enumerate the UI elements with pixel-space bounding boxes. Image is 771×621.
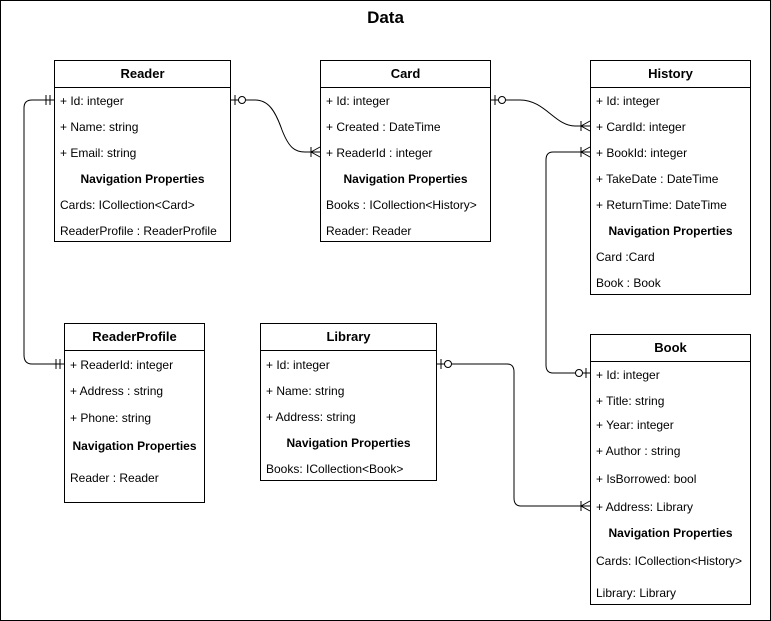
entity-history[interactable]: History + Id: integer + CardId: integer + B… (590, 60, 751, 295)
entity-field[interactable]: + Year: integer (596, 418, 674, 432)
reader-profile-profile-end (55, 359, 61, 369)
navigation-properties-label[interactable]: Navigation Properties (80, 172, 205, 186)
entity-readerprofile-header[interactable]: ReaderProfile (65, 324, 204, 351)
entity-field[interactable]: + Phone: string (70, 411, 152, 425)
entity-reader-header[interactable]: Reader (55, 61, 230, 88)
card-history-one-end (494, 95, 506, 105)
entity-field[interactable]: + Id: integer (326, 94, 390, 108)
reader-card-many-end (310, 146, 321, 158)
book-history-one-end (575, 368, 587, 378)
entity-field[interactable]: + Name: string (266, 384, 345, 398)
library-book-one-end (440, 359, 452, 369)
entity-field[interactable]: + Id: integer (596, 368, 660, 382)
entity-field[interactable]: + Id: integer (596, 94, 660, 108)
navigation-properties-label[interactable]: Navigation Properties (608, 224, 733, 238)
entity-field[interactable]: Reader: Reader (326, 224, 412, 238)
navigation-properties-label[interactable]: Navigation Properties (286, 436, 411, 450)
entity-field[interactable]: + ReaderId : integer (326, 146, 433, 160)
reader-profile-reader-end (45, 95, 51, 105)
navigation-properties-label[interactable]: Navigation Properties (72, 439, 197, 453)
entity-field[interactable]: + Email: string (60, 146, 137, 160)
book-history-many-end (580, 146, 591, 158)
entity-field[interactable]: Books : ICollection<History> (326, 198, 477, 212)
entity-book[interactable]: Book + Id: integer + Title: string + Year: … (590, 334, 751, 605)
entity-field[interactable]: + Id: integer (60, 94, 124, 108)
entity-field[interactable]: ReaderProfile : ReaderProfile (60, 224, 217, 238)
entity-field[interactable]: Reader : Reader (70, 471, 159, 485)
entity-field[interactable]: + Address: string (266, 410, 356, 424)
entity-card-header[interactable]: Card (321, 61, 490, 88)
entity-field[interactable]: + TakeDate : DateTime (596, 172, 719, 186)
entity-field[interactable]: + Name: string (60, 120, 139, 134)
diagram-title: Data (367, 8, 404, 27)
entity-book-header[interactable]: Book (591, 335, 750, 362)
library-book-many-end (580, 500, 591, 512)
entity-field[interactable]: Book : Book (596, 276, 661, 290)
entity-readerprofile[interactable]: ReaderProfile + ReaderId: integer + Addres… (64, 323, 205, 503)
entity-field[interactable]: Cards: ICollection<Card> (60, 198, 195, 212)
entity-field[interactable]: + CardId: integer (596, 120, 686, 134)
entity-history-header[interactable]: History (591, 61, 750, 88)
entity-field[interactable]: + Address : string (70, 384, 164, 398)
navigation-properties-label[interactable]: Navigation Properties (608, 526, 733, 540)
entity-field[interactable]: Books: ICollection<Book> (266, 462, 404, 476)
entity-field[interactable]: + ReturnTime: DateTime (596, 198, 727, 212)
link-reader-readerprofile (23, 99, 64, 365)
link-card-history (491, 99, 590, 127)
link-reader-card (231, 99, 320, 153)
entity-field[interactable]: + IsBorrowed: bool (596, 472, 697, 486)
entity-reader[interactable]: Reader + Id: integer + Name: string + Email… (54, 60, 231, 242)
entity-field[interactable]: Card :Card (596, 250, 655, 264)
entity-field[interactable]: + Title: string (596, 394, 665, 408)
entity-field[interactable]: + Id: integer (266, 358, 330, 372)
entity-library[interactable]: Library + Id: integer + Name: string + Addr… (260, 323, 437, 481)
entity-field[interactable]: + Address: Library (596, 500, 694, 514)
entity-field[interactable]: + Author : string (596, 444, 681, 458)
entity-field[interactable]: Library: Library (596, 586, 677, 600)
link-library-book (437, 363, 590, 507)
entity-field[interactable]: Cards: ICollection<History> (596, 554, 743, 568)
reader-card-one-end (234, 95, 246, 105)
entity-card[interactable]: Card + Id: integer + Created : DateTime + R… (320, 60, 491, 242)
entity-field[interactable]: + Created : DateTime (326, 120, 441, 134)
link-book-history (545, 151, 590, 374)
entity-field[interactable]: + ReaderId: integer (70, 358, 174, 372)
entity-field[interactable]: + BookId: integer (596, 146, 688, 160)
entity-library-header[interactable]: Library (261, 324, 436, 351)
card-history-many-end (580, 120, 591, 132)
navigation-properties-label[interactable]: Navigation Properties (343, 172, 468, 186)
